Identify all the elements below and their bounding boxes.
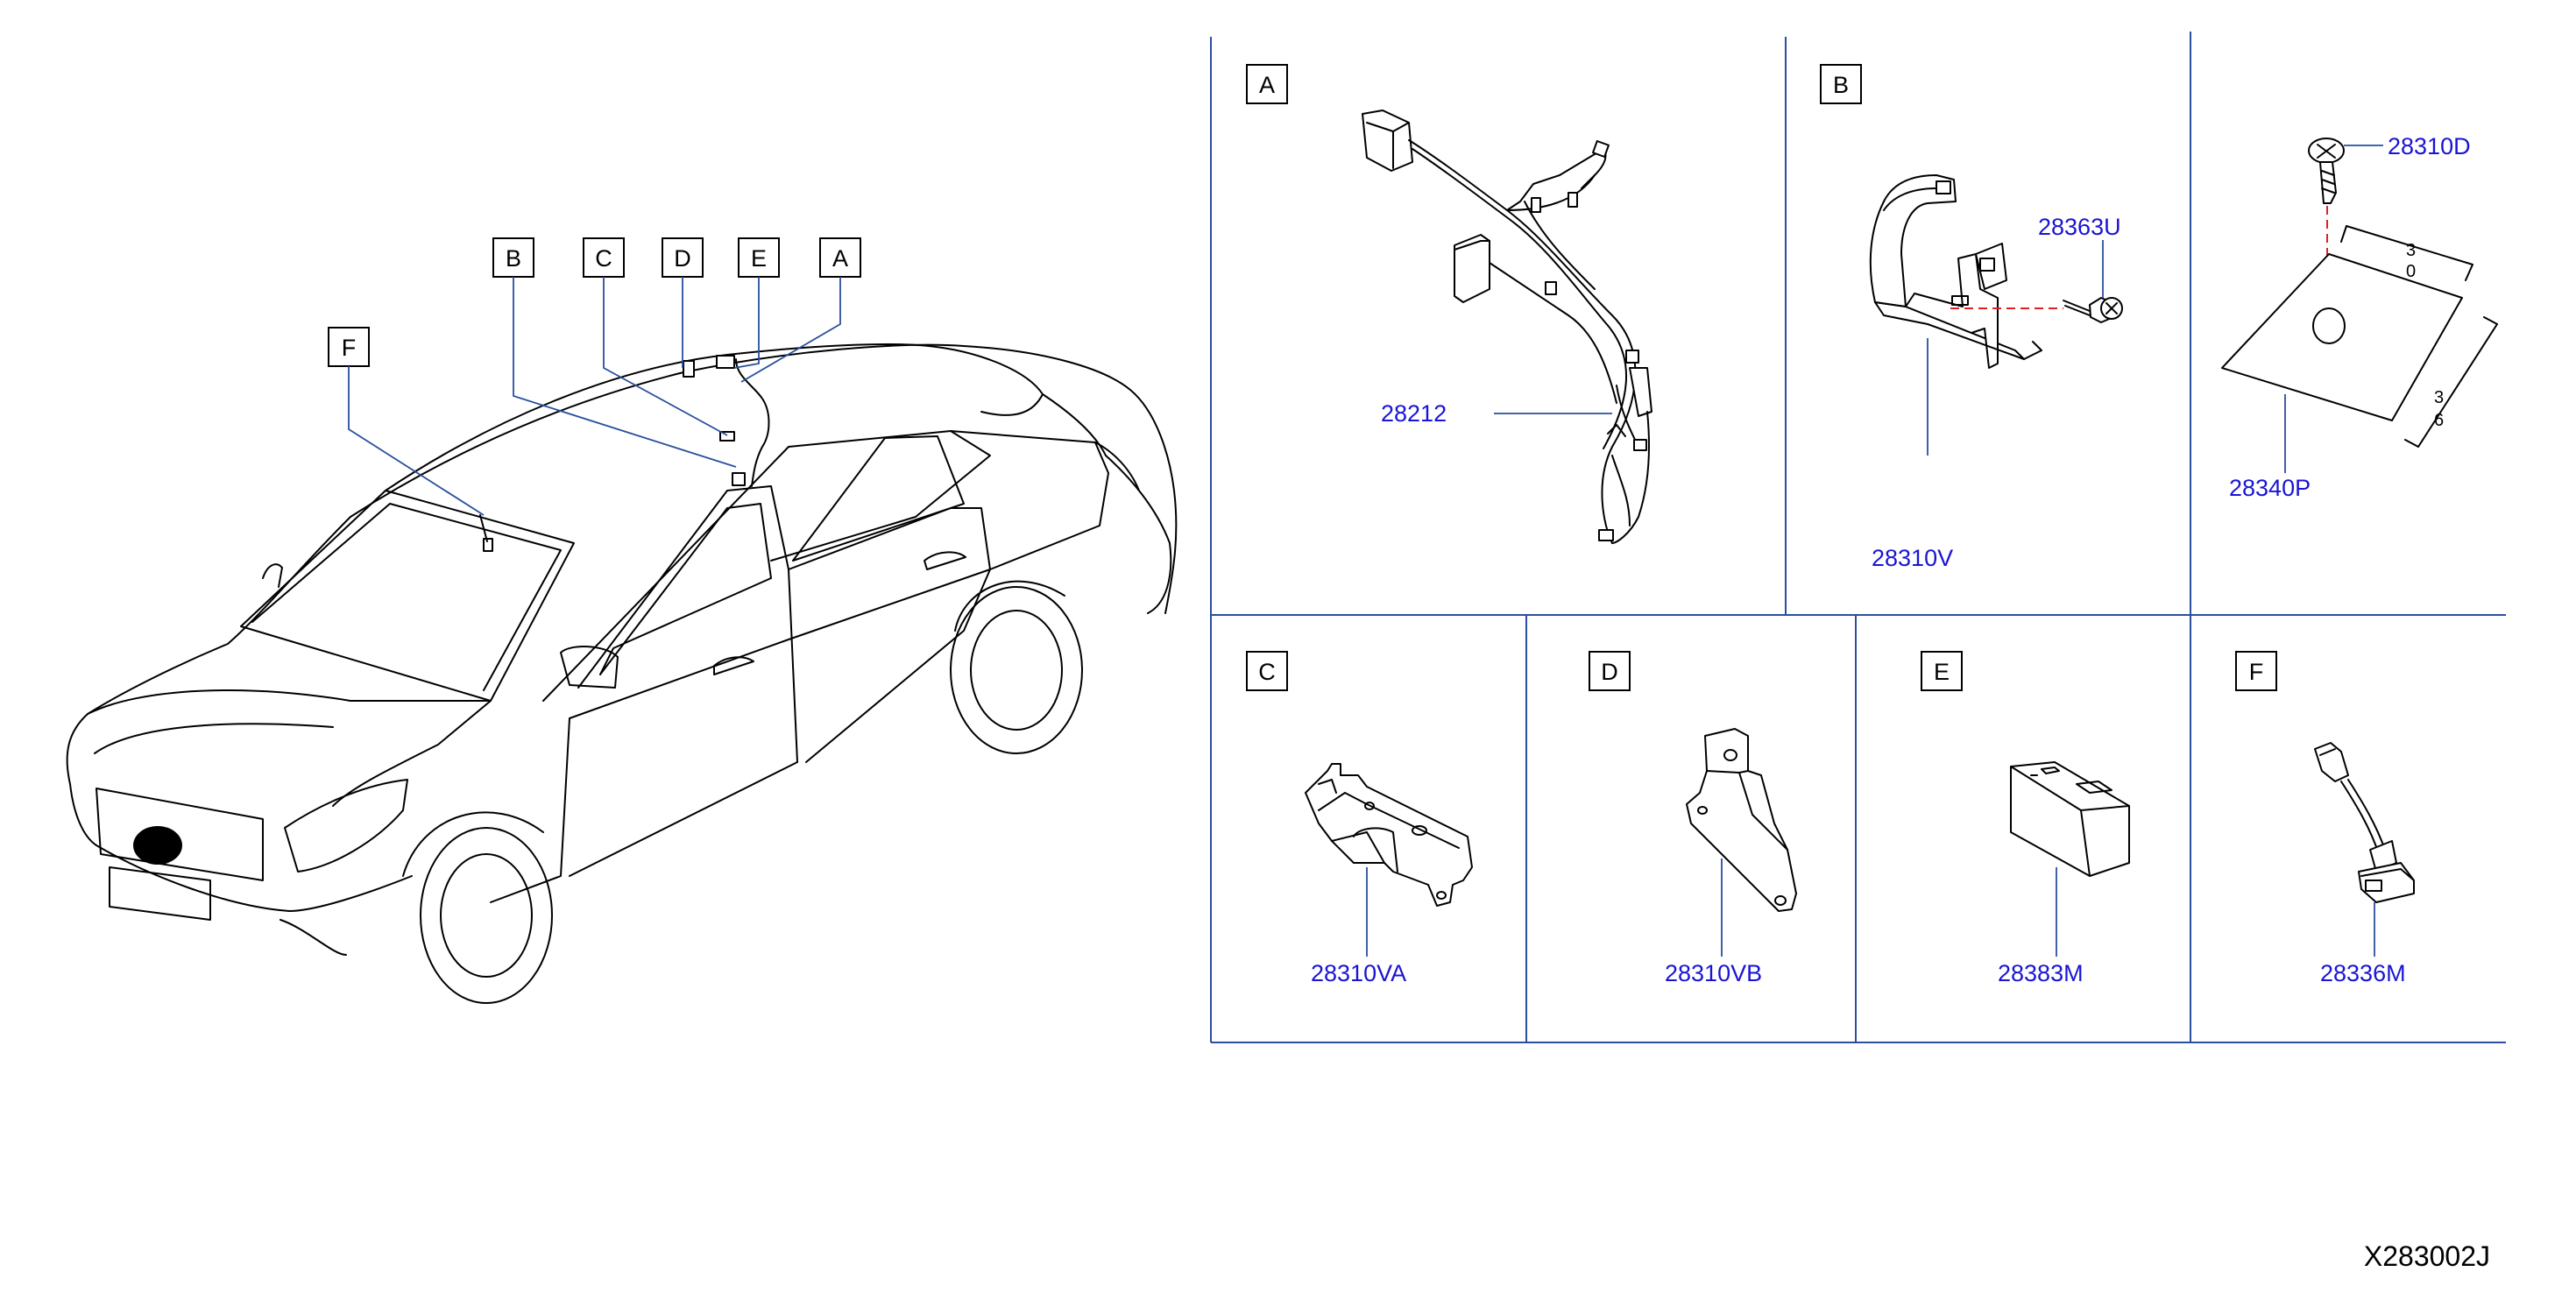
callout-b-label: B bbox=[506, 245, 521, 272]
diagram-code: X283002J bbox=[2364, 1240, 2490, 1272]
part-number-28310v: 28310V bbox=[1872, 545, 1953, 571]
callout-d-label: D bbox=[674, 245, 691, 272]
panel-e-letter: E bbox=[1934, 659, 1950, 685]
panel-e: E 28383M bbox=[1921, 651, 2130, 986]
part-number-28310d: 28310D bbox=[2388, 133, 2471, 159]
callout-e-label: E bbox=[751, 245, 767, 272]
part-number-28310va: 28310VA bbox=[1311, 960, 1406, 986]
bracket-28310vb-drawing bbox=[1686, 728, 1797, 912]
car-overview-illustration bbox=[66, 343, 1178, 1004]
dim-top-1: 3 bbox=[2406, 241, 2416, 260]
panel-a-letter: A bbox=[1259, 72, 1275, 98]
harness-28212-drawing bbox=[1362, 110, 1652, 544]
dim-right-2: 6 bbox=[2434, 411, 2444, 430]
part-number-28310vb: 28310VB bbox=[1665, 960, 1762, 986]
panel-pad: 28310D 3 0 3 6 28340P bbox=[2221, 133, 2498, 501]
screw-28310d-drawing bbox=[2308, 138, 2345, 204]
overview-callouts: B C D E A F bbox=[328, 237, 861, 516]
dim-top-2: 0 bbox=[2406, 262, 2416, 281]
panel-d-letter: D bbox=[1601, 659, 1618, 685]
panel-c: C 28310VA bbox=[1246, 651, 1473, 986]
panel-b-letter: B bbox=[1833, 72, 1849, 98]
panel-f-letter: F bbox=[2249, 659, 2264, 685]
panel-f: F 28336M bbox=[2235, 651, 2415, 986]
bracket-28310va-drawing bbox=[1305, 763, 1473, 907]
part-number-28340p: 28340P bbox=[2229, 475, 2311, 501]
bolt-28363u-drawing bbox=[2063, 297, 2123, 323]
panel-b: B 28363U 28310V bbox=[1820, 64, 2123, 571]
panel-c-letter: C bbox=[1258, 659, 1276, 685]
dim-right-1: 3 bbox=[2434, 388, 2444, 407]
callout-f-label: F bbox=[342, 335, 357, 361]
bracket-28310v-drawing bbox=[1869, 174, 2042, 369]
part-number-28336m: 28336M bbox=[2320, 960, 2406, 986]
part-number-28363u: 28363U bbox=[2038, 214, 2121, 240]
panel-frame-grid bbox=[1210, 32, 2506, 1043]
sensor-28336m-drawing bbox=[2314, 742, 2415, 903]
part-number-28383m: 28383M bbox=[1998, 960, 2084, 986]
callout-c-label: C bbox=[595, 245, 612, 272]
module-28383m-drawing bbox=[2010, 761, 2130, 877]
pad-28340p-drawing bbox=[2221, 253, 2463, 421]
panel-a: A bbox=[1246, 64, 1652, 544]
part-number-28212: 28212 bbox=[1381, 400, 1447, 427]
panel-d: D 28310VB bbox=[1589, 651, 1797, 986]
callout-a-label: A bbox=[832, 245, 848, 272]
